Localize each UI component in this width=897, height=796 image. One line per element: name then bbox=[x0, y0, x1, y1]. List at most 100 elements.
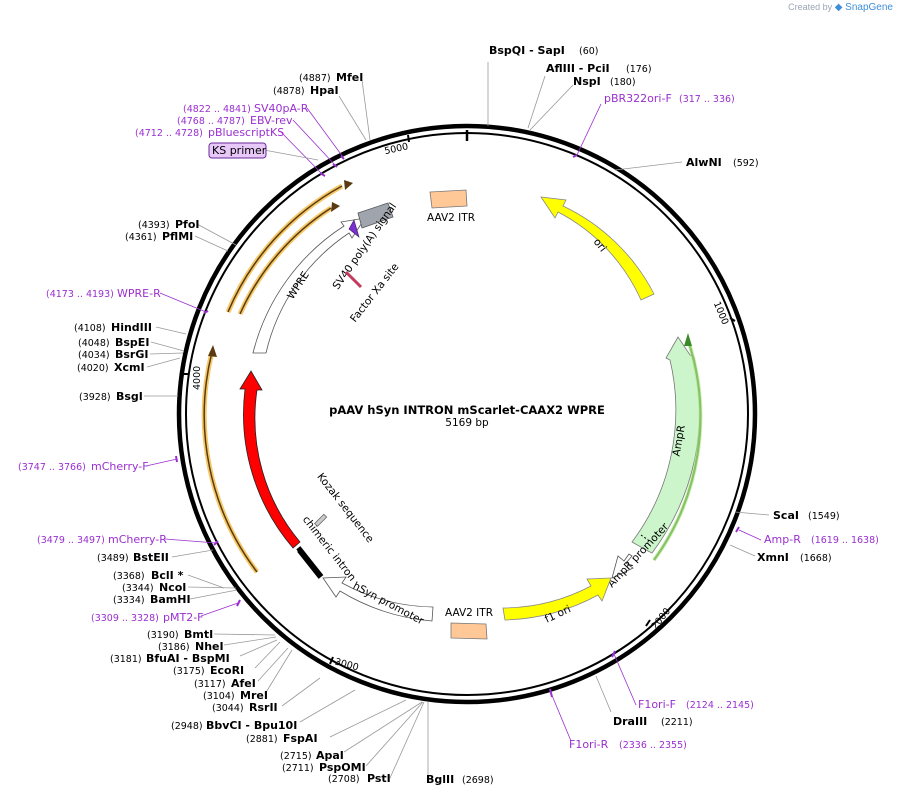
enzyme-pos: (3928) bbox=[79, 392, 111, 403]
enzyme-label: ScaI bbox=[773, 509, 799, 522]
primer-label: SV40pA-R bbox=[254, 102, 309, 115]
primer-label: WPRE-R bbox=[117, 287, 161, 300]
factor-xa-label: Factor Xa site bbox=[348, 261, 401, 325]
ampr-promoter-label: AmpR promoter bbox=[605, 520, 671, 590]
aav2-itr-bottom-label: AAV2 ITR bbox=[445, 607, 493, 619]
primer-pos: (2124 .. 2145) bbox=[686, 700, 754, 711]
ruler-ticks bbox=[182, 134, 736, 665]
enzyme-pos: (4048) bbox=[78, 338, 110, 349]
tick-3000 bbox=[329, 656, 334, 665]
tick-label-4000: 4000 bbox=[192, 366, 203, 390]
enzyme-label: BclI * bbox=[151, 569, 184, 582]
factor-xa-feature[interactable] bbox=[344, 270, 363, 289]
enzyme-label: AflIII - PciI bbox=[546, 62, 610, 75]
primer-label: pMT2-F bbox=[163, 611, 204, 624]
sv40-polya-feature[interactable] bbox=[357, 202, 394, 229]
ori-feature[interactable] bbox=[540, 196, 655, 301]
ampr-promoter-feature[interactable] bbox=[611, 553, 634, 579]
chimeric-intron-feature[interactable] bbox=[295, 546, 324, 579]
enzyme-label: BbvCI - Bpu10I bbox=[206, 719, 297, 732]
plasmid-length: 5169 bp bbox=[445, 417, 489, 429]
enzyme-pos: (2881) bbox=[246, 734, 278, 745]
enzyme-leaders bbox=[144, 62, 770, 779]
mscarlet-label: mScarlet-I bbox=[284, 451, 314, 506]
wpre-feature[interactable] bbox=[252, 217, 366, 354]
enzyme-label: NspI bbox=[573, 75, 601, 88]
primer-label: Amp-R bbox=[764, 533, 801, 546]
orange-arc-3-arrowhead bbox=[208, 345, 217, 357]
enzyme-label: BmtI bbox=[184, 628, 213, 641]
primer-label: F1ori-F bbox=[638, 698, 676, 711]
enzyme-label: BsrGI bbox=[115, 348, 148, 361]
enzyme-label: BspQI - SapI bbox=[489, 44, 565, 57]
primer-label: pBluescriptKS bbox=[208, 126, 284, 139]
enzyme-pos: (3175) bbox=[173, 666, 205, 677]
primer-label: F1ori-R bbox=[569, 738, 609, 751]
enzyme-pos: (3489) bbox=[97, 553, 129, 564]
snapgene-brand: Created by ◆ SnapGene bbox=[788, 2, 893, 13]
kozak-feature[interactable] bbox=[314, 513, 328, 527]
enzyme-pos: (3104) bbox=[203, 691, 235, 702]
f1-ori-feature[interactable] bbox=[502, 577, 612, 621]
enzyme-label: PflMI bbox=[162, 230, 193, 243]
enzyme-label: BamHI bbox=[150, 593, 191, 606]
hsyn-promoter-label: hSyn promoter bbox=[351, 580, 426, 628]
enzyme-label: NcoI bbox=[159, 581, 186, 594]
ampr-feature[interactable] bbox=[631, 336, 701, 554]
ampr-label: AmpR bbox=[671, 424, 688, 457]
enzyme-label: MfeI bbox=[336, 71, 363, 84]
aav2-itr-bottom-feature[interactable] bbox=[450, 622, 488, 640]
snapgene-logo-icon: ◆ SnapGene bbox=[834, 2, 893, 13]
enzyme-label: XcmI bbox=[114, 361, 145, 374]
enzyme-pos: (4034) bbox=[78, 350, 110, 361]
enzyme-pos: (2711) bbox=[282, 763, 314, 774]
primer-label: pBR322ori-F bbox=[604, 92, 672, 105]
orange-arc-3 bbox=[203, 351, 258, 573]
ks-primer-leader bbox=[263, 149, 319, 161]
enzyme-pos: (3344) bbox=[122, 583, 154, 594]
tick-1000 bbox=[729, 317, 736, 322]
orange-arc-1-arrowhead bbox=[344, 180, 353, 190]
enzyme-label: EcoRI bbox=[210, 664, 244, 677]
enzyme-pos: (3181) bbox=[110, 654, 142, 665]
primer-pos: (4173 .. 4193) bbox=[46, 289, 114, 300]
enzyme-pos: (3368) bbox=[113, 571, 145, 582]
hsyn-promoter-feature[interactable] bbox=[322, 576, 434, 622]
enzyme-label: FspAI bbox=[283, 732, 318, 745]
enzyme-label: RsrII bbox=[249, 701, 278, 714]
enzyme-label: ApaI bbox=[316, 749, 344, 762]
enzyme-pos: (3117) bbox=[194, 679, 226, 690]
enzyme-pos: (2708) bbox=[328, 774, 360, 785]
enzyme-pos: (592) bbox=[733, 158, 759, 169]
primer-pos: (3479 .. 3497) bbox=[37, 535, 105, 546]
primer-pos: (3309 .. 3328) bbox=[91, 613, 159, 624]
primer-label: mCherry-F bbox=[91, 460, 149, 473]
ks-primer-box[interactable] bbox=[208, 142, 267, 159]
orange-arc-2 bbox=[239, 207, 332, 315]
enzyme-pos: (176) bbox=[626, 64, 652, 75]
orange-arc-2-arrowhead bbox=[331, 202, 340, 212]
ampr-orf-highlight bbox=[652, 339, 703, 562]
enzyme-label: HpaI bbox=[310, 84, 339, 97]
enzyme-label: BspEI bbox=[115, 336, 149, 349]
aav2-itr-top-feature[interactable] bbox=[429, 189, 468, 209]
sv40-primer-mark bbox=[348, 219, 360, 238]
enzyme-pos: (1668) bbox=[800, 553, 832, 564]
primer-pos: (4768 .. 4787) bbox=[177, 116, 245, 127]
primer-leaders bbox=[145, 103, 762, 742]
mscarlet-feature[interactable] bbox=[239, 370, 301, 549]
enzyme-label: XmnI bbox=[757, 551, 789, 564]
enzyme-label: AlwNI bbox=[686, 156, 722, 169]
aav2-itr-top-label: AAV2 ITR bbox=[427, 212, 475, 224]
enzyme-label: PspOMI bbox=[319, 761, 366, 774]
enzyme-pos: (4020) bbox=[77, 363, 109, 374]
ampr-orf-arrowhead bbox=[684, 333, 692, 346]
orange-arc-1 bbox=[227, 185, 343, 313]
enzyme-pos: (3186) bbox=[158, 642, 190, 653]
enzyme-label: PstI bbox=[367, 772, 391, 785]
primer-pos: (3747 .. 3766) bbox=[18, 462, 86, 473]
enzyme-pos: (3044) bbox=[212, 703, 244, 714]
primer-label: mCherry-R bbox=[108, 533, 167, 546]
enzyme-label: NheI bbox=[195, 640, 224, 653]
